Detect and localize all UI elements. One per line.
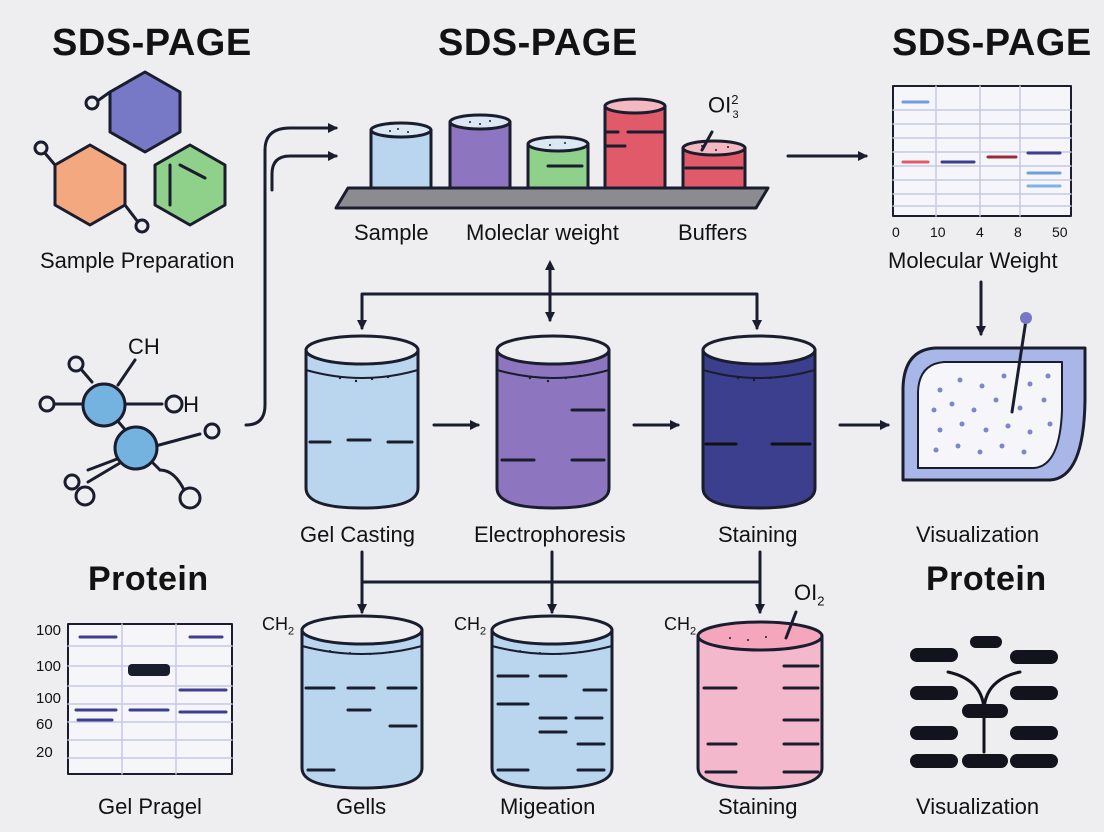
caption-sample-preparation: Sample Preparation [40, 248, 235, 273]
caption-staining-bottom: Staining [718, 794, 798, 819]
caption-visualization-bottom: Visualization [916, 794, 1040, 819]
label-ch2-migeation: CH2 [454, 614, 486, 638]
label-ch2-staining-text: CH [664, 614, 690, 634]
arrow-to-shelf-2 [270, 151, 338, 192]
protein-band-glyph-icon [910, 636, 1058, 768]
beaker-migeation [490, 614, 614, 790]
caption-molecular-weight-right: Molecular Weight [888, 248, 1058, 273]
left-gel-tick: 100 [36, 690, 62, 707]
beaker-staining-pink [696, 610, 824, 790]
label-ch2-migeation-sub: 2 [480, 625, 487, 638]
reagent-shelf [334, 97, 770, 210]
bracket-top-beakers [360, 292, 759, 328]
caption-staining-mid: Staining [718, 522, 798, 547]
left-gel-tick: 20 [36, 744, 53, 761]
label-ch2-gells-sub: 2 [288, 625, 295, 638]
caption-buffers: Buffers [678, 220, 748, 245]
ball-stick-molecule-icon [38, 355, 221, 510]
left-gel-tick: 60 [36, 716, 53, 733]
label-oi-top: OI23 [708, 92, 739, 121]
header-protein-right: Protein [926, 560, 1047, 598]
tray-dots [931, 373, 1053, 455]
bracket-bottom-beakers [360, 550, 762, 584]
right-gel-tick: 50 [1052, 224, 1068, 240]
caption-gells: Gells [336, 794, 387, 819]
visualization-tray-icon [901, 312, 1087, 482]
header-sds-page-left: SDS-PAGE [52, 22, 252, 64]
right-gel-tick: 0 [892, 224, 900, 240]
label-oi-staining-text: OI [794, 580, 818, 605]
label-ch2-migeation-text: CH [454, 614, 480, 634]
label-ch-molecule: CH [128, 334, 160, 359]
protein-gel-panel [67, 623, 233, 775]
header-sds-page-right: SDS-PAGE [892, 22, 1092, 64]
header-sds-page-center: SDS-PAGE [438, 22, 638, 64]
arrow-to-shelf-1 [244, 123, 338, 427]
label-oi-top-sup: 2 [731, 92, 739, 107]
label-oi-top-sub: 3 [732, 108, 739, 121]
beaker-staining [701, 334, 817, 510]
header-protein-left: Protein [88, 560, 209, 598]
right-gel-tick: 8 [1014, 224, 1022, 240]
right-gel-tick: 4 [976, 224, 984, 240]
caption-molecular-weight-top: Moleclar weight [466, 220, 619, 245]
label-ch2-staining-sub: 2 [690, 625, 697, 638]
right-gel-tick: 10 [930, 224, 946, 240]
label-ch2-gells-text: CH [262, 614, 288, 634]
label-ch2-gells: CH2 [262, 614, 294, 638]
hexagon-molecule-icon [33, 70, 227, 234]
label-ch2-staining: CH2 [664, 614, 696, 638]
caption-gel-casting: Gel Casting [300, 522, 415, 547]
left-gel-tick: 100 [36, 658, 62, 675]
beaker-electrophoresis [495, 334, 611, 510]
beaker-gel-casting [304, 334, 420, 510]
caption-migeation: Migeation [500, 794, 596, 819]
label-oi-staining-sub: 2 [817, 593, 825, 609]
caption-gel-pragel: Gel Pragel [98, 794, 202, 819]
beaker-gells [300, 614, 424, 790]
caption-sample: Sample [354, 220, 429, 245]
label-oi-staining: OI2 [794, 580, 824, 608]
caption-electrophoresis: Electrophoresis [474, 522, 626, 547]
label-oi-top-text: OI [708, 92, 732, 118]
stipple-dots [329, 120, 772, 655]
caption-visualization-mid: Visualization [916, 522, 1040, 547]
left-gel-tick: 100 [36, 622, 62, 639]
molecular-weight-gel-icon [892, 85, 1072, 217]
